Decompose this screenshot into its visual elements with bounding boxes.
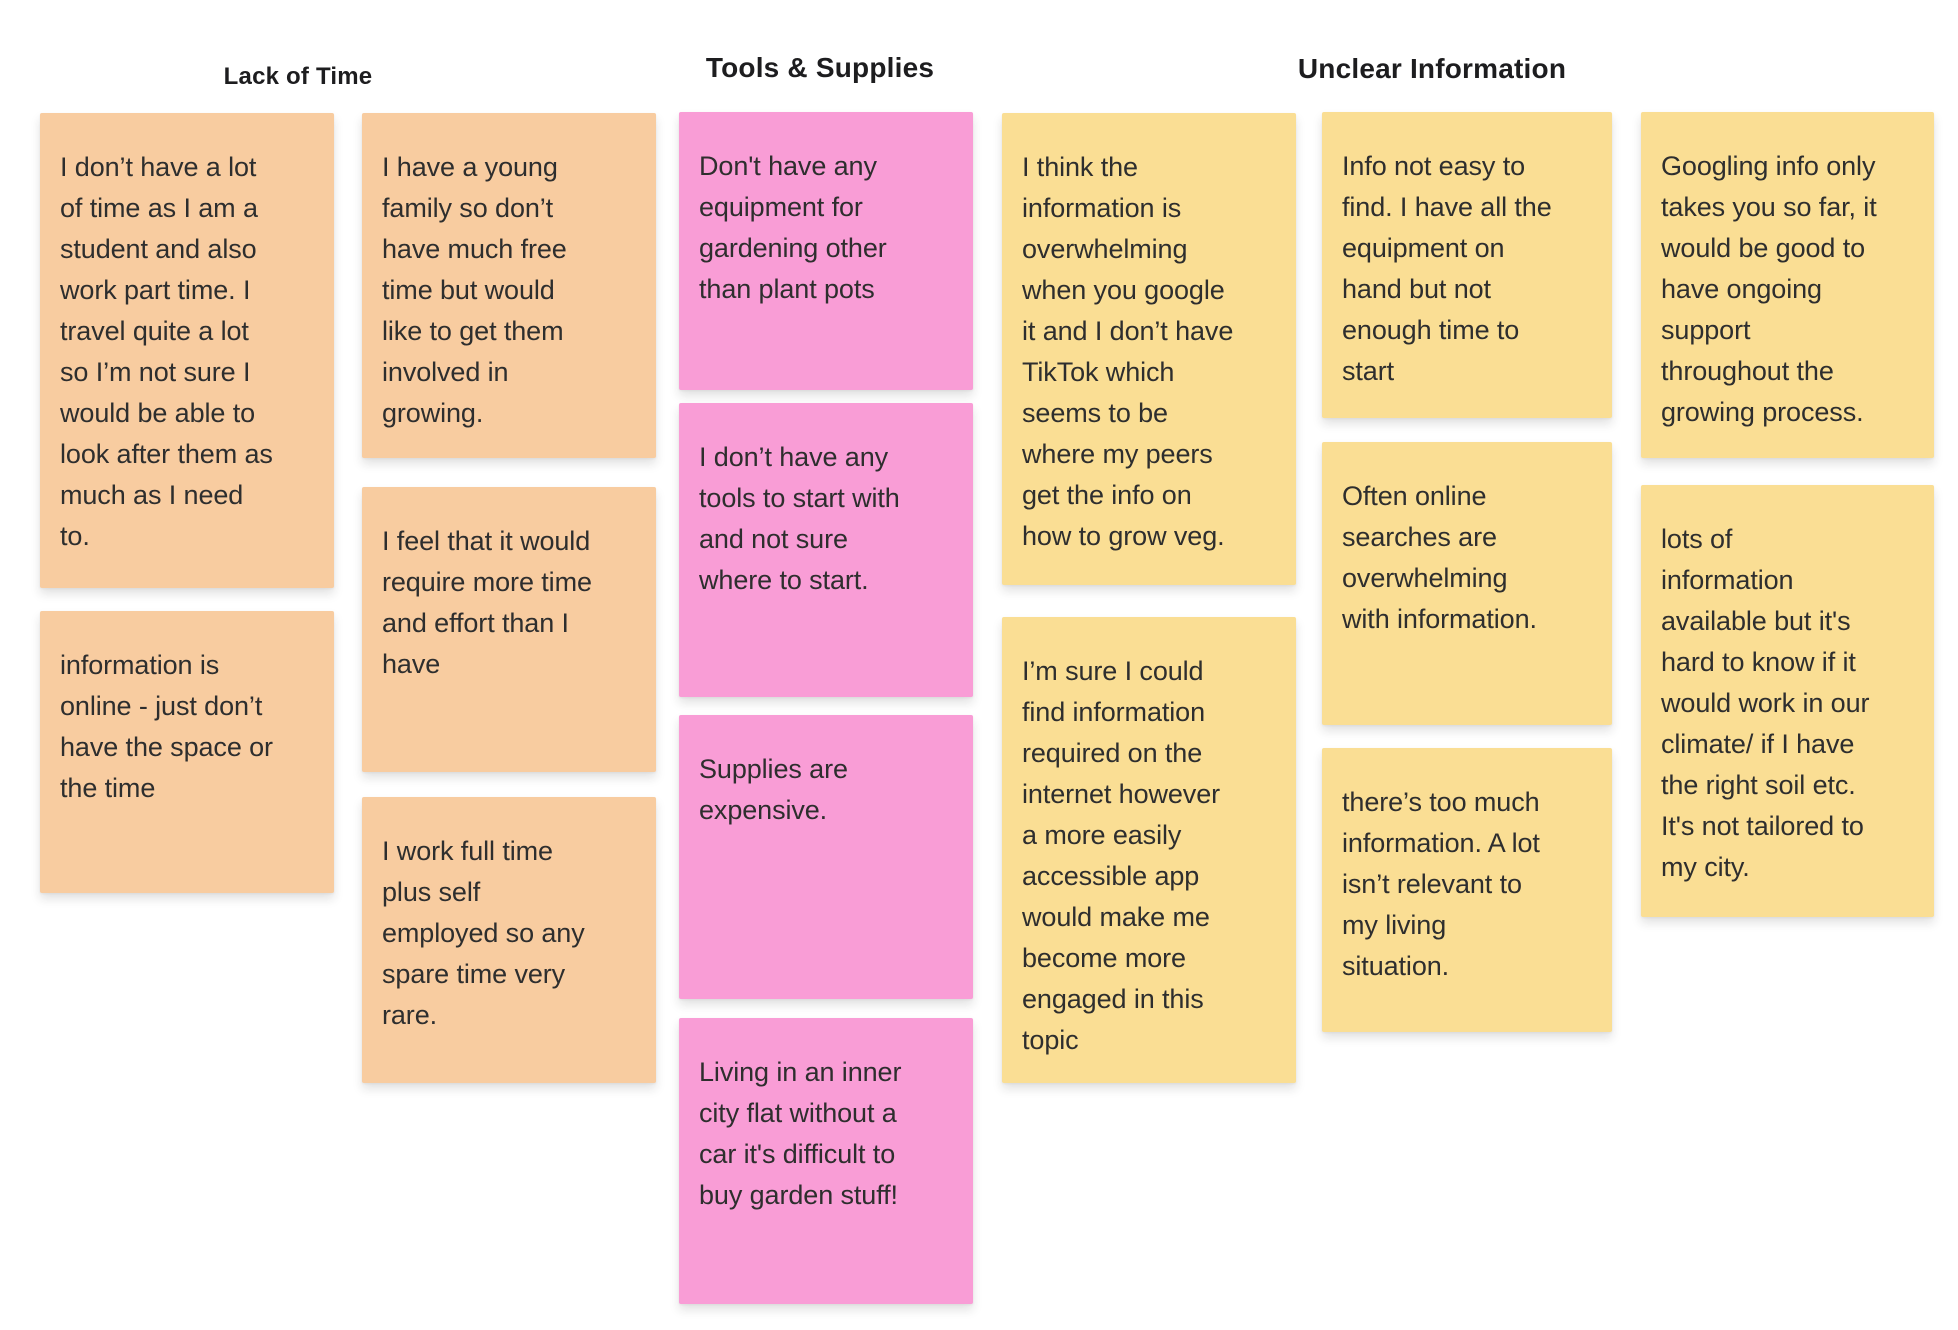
column-header-tools-supplies[interactable]: Tools & Supplies (705, 52, 935, 83)
sticky-note-text: Googling info only takes you so far, it … (1661, 151, 1877, 428)
sticky-note[interactable]: I don’t have a lot of time as I am a stu… (40, 113, 334, 588)
sticky-note-text: Often online searches are overwhelming w… (1342, 481, 1537, 635)
sticky-note[interactable]: I have a young family so don’t have much… (362, 113, 656, 458)
sticky-note-text: I don’t have any tools to start with and… (699, 442, 900, 596)
sticky-note-text: Info not easy to find. I have all the eq… (1342, 151, 1552, 387)
sticky-note[interactable]: Living in an inner city flat without a c… (679, 1018, 973, 1304)
sticky-note-text: I’m sure I could find information requir… (1022, 656, 1221, 1056)
sticky-note-text: Don't have any equipment for gardening o… (699, 151, 887, 305)
sticky-note[interactable]: information is online - just don’t have … (40, 611, 334, 893)
sticky-note[interactable]: Supplies are expensive. (679, 715, 973, 999)
column-header-lack-of-time[interactable]: Lack of Time (223, 63, 373, 90)
sticky-note-text: Supplies are expensive. (699, 754, 848, 826)
sticky-note-text: I have a young family so don’t have much… (382, 152, 567, 429)
sticky-note[interactable]: Don't have any equipment for gardening o… (679, 112, 973, 390)
sticky-note-text: I think the information is overwhelming … (1022, 152, 1234, 552)
sticky-note[interactable]: I work full time plus self employed so a… (362, 797, 656, 1083)
sticky-note-text: information is online - just don’t have … (60, 650, 273, 804)
sticky-note-text: lots of information available but it's h… (1661, 524, 1870, 883)
sticky-note[interactable]: I feel that it would require more time a… (362, 487, 656, 772)
sticky-note[interactable]: there’s too much information. A lot isn’… (1322, 748, 1612, 1032)
sticky-note[interactable]: Googling info only takes you so far, it … (1641, 112, 1934, 458)
sticky-note-text: I don’t have a lot of time as I am a stu… (60, 152, 273, 552)
sticky-note-text: I feel that it would require more time a… (382, 526, 592, 680)
sticky-note-text: there’s too much information. A lot isn’… (1342, 787, 1540, 982)
sticky-note[interactable]: Often online searches are overwhelming w… (1322, 442, 1612, 725)
sticky-note[interactable]: I’m sure I could find information requir… (1002, 617, 1296, 1083)
sticky-note[interactable]: Info not easy to find. I have all the eq… (1322, 112, 1612, 418)
column-header-unclear-information[interactable]: Unclear Information (1297, 53, 1567, 84)
sticky-note[interactable]: I think the information is overwhelming … (1002, 113, 1296, 585)
sticky-note[interactable]: I don’t have any tools to start with and… (679, 403, 973, 697)
sticky-note[interactable]: lots of information available but it's h… (1641, 485, 1934, 917)
sticky-note-text: Living in an inner city flat without a c… (699, 1057, 902, 1211)
sticky-note-text: I work full time plus self employed so a… (382, 836, 585, 1031)
